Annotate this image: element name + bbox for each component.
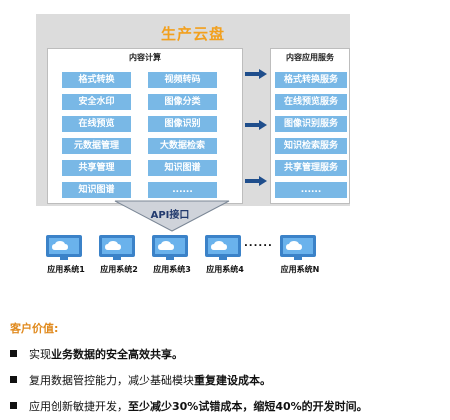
right-arrow-icon xyxy=(245,176,267,186)
bullet-square-icon xyxy=(10,402,17,409)
compute-item: 在线预览 xyxy=(62,116,131,132)
bullet-square-icon xyxy=(10,350,17,357)
customer-value-title: 客户价值: xyxy=(10,322,59,335)
compute-item: 安全水印 xyxy=(62,94,131,110)
value-bullet: 应用创新敏捷开发，至少减少30%试错成本，缩短40%的开发时间。 xyxy=(10,398,368,414)
app-systems-ellipsis: ...... xyxy=(244,238,273,249)
compute-item: 知识图谱 xyxy=(148,160,217,176)
service-item: 格式转换服务 xyxy=(275,72,347,88)
service-item: ...... xyxy=(275,182,347,198)
bullet-text: 应用创新敏捷开发， xyxy=(29,400,128,413)
compute-item: 图像分类 xyxy=(148,94,217,110)
app-system-label: 应用系统N xyxy=(280,265,320,274)
api-down-arrow-icon xyxy=(114,200,230,232)
right-arrow-icon xyxy=(245,69,267,79)
compute-item: 共享管理 xyxy=(62,160,131,176)
value-bullet: 实现业务数据的安全高效共享。 xyxy=(10,346,183,362)
compute-item: 元数据管理 xyxy=(62,138,131,154)
bullet-text: 实现 xyxy=(29,348,51,361)
content-service-title: 内容应用服务 xyxy=(286,53,334,62)
bullet-bold-text: 至少减少30%试错成本，缩短40%的开发时间。 xyxy=(128,400,368,413)
content-compute-title: 内容计算 xyxy=(129,53,161,62)
app-system-icon xyxy=(99,235,135,260)
bullet-bold-text: 重复建设成本。 xyxy=(194,374,271,387)
app-system-label: 应用系统2 xyxy=(100,265,138,274)
compute-item: 格式转换 xyxy=(62,72,131,88)
service-item: 图像识别服务 xyxy=(275,116,347,132)
production-cloud-disk-container: 生产云盘 内容计算 格式转换 视频转码 安全水印 图像分类 在线预览 图像识别 … xyxy=(36,14,350,206)
value-bullet: 复用数据管控能力，减少基础模块重复建设成本。 xyxy=(10,372,271,388)
app-system-icon xyxy=(46,235,82,260)
app-system-label: 应用系统3 xyxy=(153,265,191,274)
right-arrow-icon xyxy=(245,120,267,130)
service-item: 在线预览服务 xyxy=(275,94,347,110)
service-item: 共享管理服务 xyxy=(275,160,347,176)
app-system-icon xyxy=(152,235,188,260)
bullet-square-icon xyxy=(10,376,17,383)
diagram-title: 生产云盘 xyxy=(160,25,225,43)
api-interface-label: API接口 xyxy=(150,210,190,221)
service-item: 知识检索服务 xyxy=(275,138,347,154)
content-compute-panel: 内容计算 格式转换 视频转码 安全水印 图像分类 在线预览 图像识别 元数据管理… xyxy=(47,48,243,204)
compute-item: ...... xyxy=(148,182,217,198)
compute-item: 视频转码 xyxy=(148,72,217,88)
compute-item: 图像识别 xyxy=(148,116,217,132)
content-service-panel: 内容应用服务 格式转换服务 在线预览服务 图像识别服务 知识检索服务 共享管理服… xyxy=(270,48,350,204)
app-system-label: 应用系统4 xyxy=(206,265,244,274)
bullet-bold-text: 业务数据的安全高效共享。 xyxy=(51,348,183,361)
compute-item: 知识图谱 xyxy=(62,182,131,198)
bullet-text: 复用数据管控能力，减少基础模块 xyxy=(29,374,194,387)
app-system-label: 应用系统1 xyxy=(47,265,85,274)
compute-item: 大数据检索 xyxy=(148,138,217,154)
app-system-icon xyxy=(280,235,316,260)
app-system-icon xyxy=(205,235,241,260)
